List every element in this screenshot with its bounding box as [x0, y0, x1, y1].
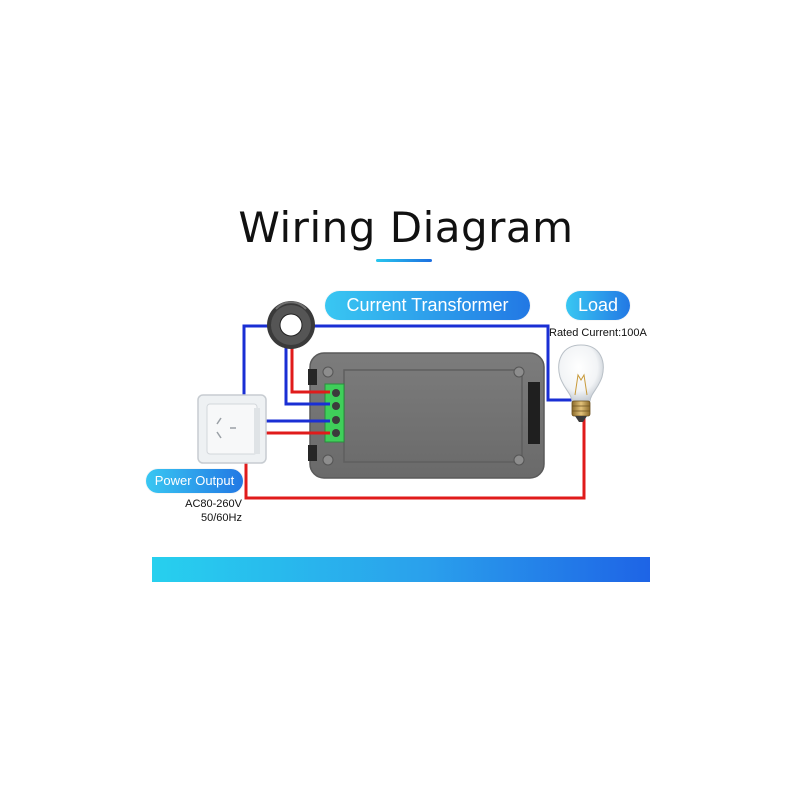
ct-signal-wire-blue	[284, 341, 330, 406]
power-output-label: Power Output	[146, 469, 243, 493]
title-underline	[376, 259, 432, 262]
power-spec: AC80-260V 50/60Hz	[150, 497, 242, 525]
power-socket-icon	[197, 394, 267, 464]
decorative-gradient-bar	[152, 557, 650, 582]
light-bulb-icon	[558, 344, 604, 422]
meter-module-icon	[308, 352, 545, 479]
current-transformer-icon	[267, 301, 315, 349]
current-transformer-label: Current Transformer	[325, 291, 530, 320]
rated-current-text: Rated Current:100A	[549, 327, 647, 339]
load-label: Load	[566, 291, 630, 320]
voltage-text: AC80-260V	[185, 498, 242, 510]
page-title: Wiring Diagram	[238, 203, 574, 252]
frequency-text: 50/60Hz	[201, 512, 242, 524]
ct-signal-wire-red	[290, 341, 330, 394]
